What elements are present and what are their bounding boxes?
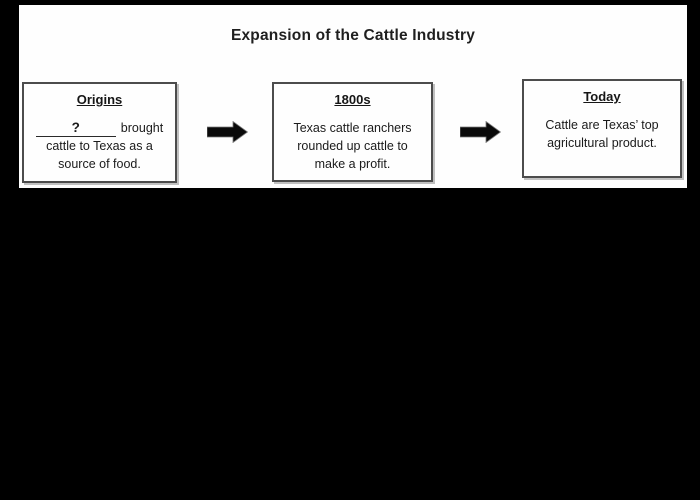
right-arrow-icon xyxy=(460,121,501,143)
worksheet-sheet: Expansion of the Cattle Industry Origins… xyxy=(19,5,687,188)
flow-box-1800s: 1800s Texas cattle ranchers rounded up c… xyxy=(272,82,433,182)
today-line: agricultural product. xyxy=(547,136,657,150)
today-body: Cattle are Texas’ top agricultural produ… xyxy=(524,116,680,152)
blank-suffix-text: brought xyxy=(120,121,164,135)
origins-body: ? brought cattle to Texas as a source of … xyxy=(24,119,175,173)
question-mark: ? xyxy=(71,120,80,135)
right-arrow-icon xyxy=(207,121,248,143)
fill-in-blank-line: ? brought xyxy=(24,119,175,137)
origins-line: cattle to Texas as a xyxy=(46,139,153,153)
1800s-body: Texas cattle ranchers rounded up cattle … xyxy=(274,119,431,173)
flow-box-origins: Origins ? brought cattle to Texas as a so… xyxy=(22,82,177,183)
1800s-line: Texas cattle ranchers xyxy=(293,121,412,135)
origins-line: source of food. xyxy=(58,157,141,171)
1800s-heading: 1800s xyxy=(334,92,371,107)
flow-box-today: Today Cattle are Texas’ top agricultural… xyxy=(522,79,682,178)
blank-answer-slot: ? xyxy=(35,120,116,137)
1800s-line: make a profit. xyxy=(314,157,391,171)
today-line: Cattle are Texas’ top xyxy=(545,118,659,132)
origins-heading: Origins xyxy=(76,92,123,107)
today-heading: Today xyxy=(583,89,621,104)
diagram-title: Expansion of the Cattle Industry xyxy=(230,27,476,44)
1800s-line: rounded up cattle to xyxy=(297,139,408,153)
